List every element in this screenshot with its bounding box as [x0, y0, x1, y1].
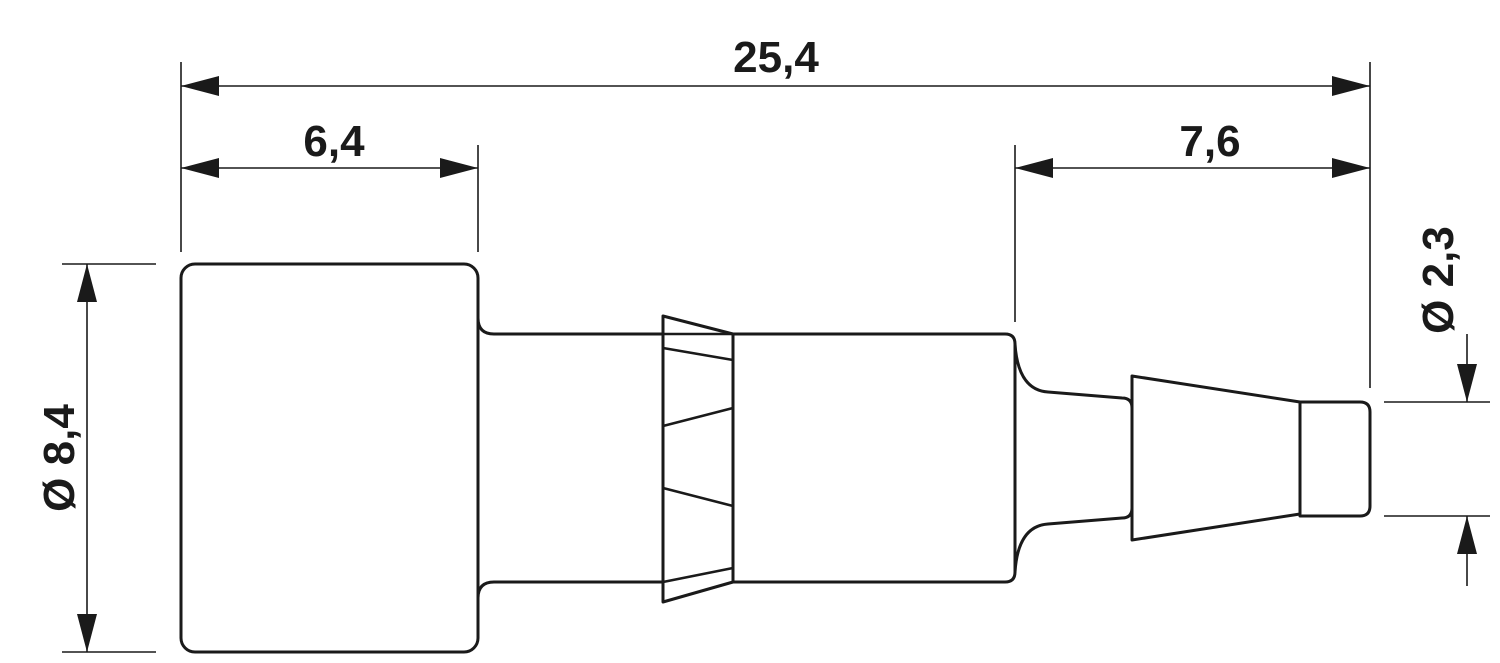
dim-head-diameter-label: Ø 8,4: [35, 404, 84, 512]
part-outline: [179, 262, 1372, 654]
dimension-overall-length: 25,4: [181, 33, 1370, 96]
dim-head-length-label: 6,4: [303, 117, 365, 166]
collar-ribs: [661, 332, 735, 584]
main-body: [731, 332, 1017, 584]
dim-overall-length-label: 25,4: [733, 33, 819, 82]
shaft-transition: [1013, 342, 1134, 574]
dim-tip-diameter-label: Ø 2,3: [1414, 226, 1463, 334]
conical-sleeve: [1130, 374, 1302, 542]
neck: [476, 316, 665, 600]
head-block: [179, 262, 480, 654]
dim-tip-length-label: 7,6: [1179, 117, 1240, 166]
dimension-tip-length: 7,6: [1015, 117, 1370, 178]
extension-lines: [62, 62, 1490, 653]
dimension-head-length: 6,4: [181, 117, 478, 178]
tip: [1298, 400, 1372, 518]
dimension-head-diameter: Ø 8,4: [35, 264, 97, 652]
dimension-tip-diameter: Ø 2,3: [1414, 226, 1477, 586]
